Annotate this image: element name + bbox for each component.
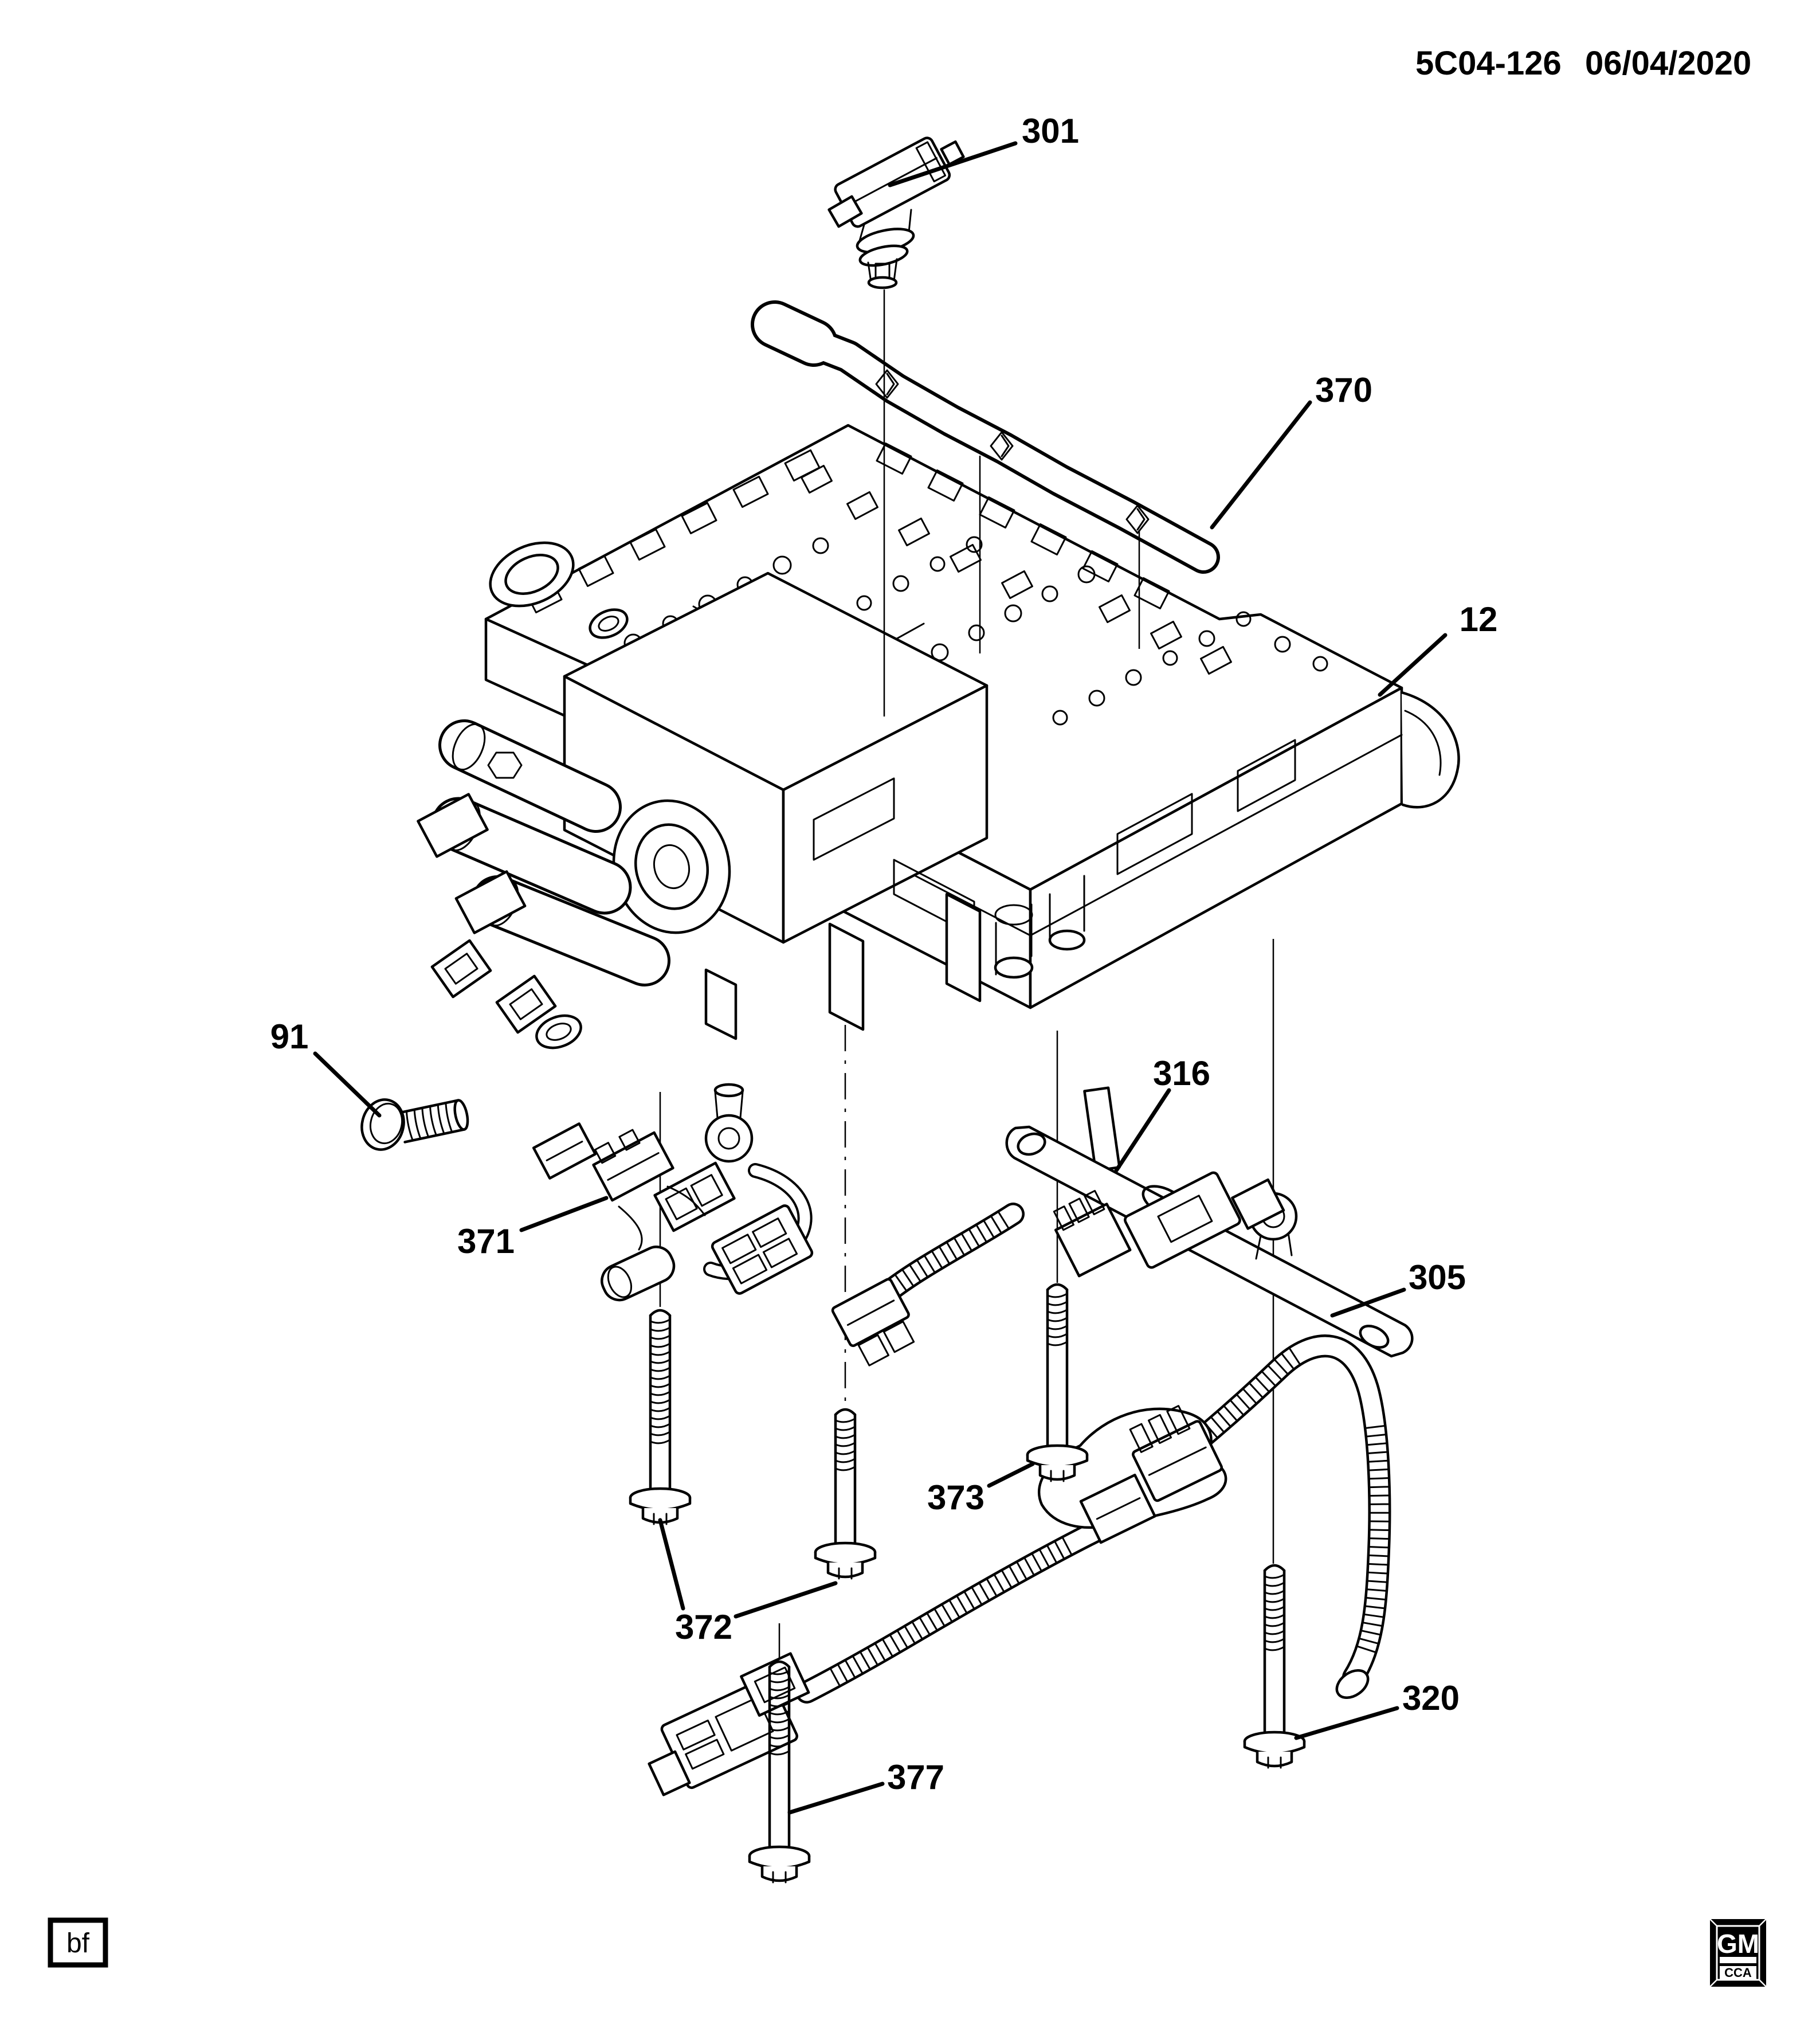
gm-logo-subtext: CCA [1724, 1965, 1752, 1980]
main-valve-body-part [417, 424, 1460, 1050]
conduit-corrugation [830, 1212, 1389, 1686]
body-legs [704, 875, 1086, 1040]
sheet-code: bf [66, 1928, 90, 1959]
valve-caps [801, 464, 1232, 675]
callout-labels: 301 370 12 91 371 316 305 373 372 320 377 [270, 112, 1498, 1796]
callout-leader-lines [313, 141, 1448, 1815]
callout-320: 320 [1402, 1679, 1460, 1717]
branch-connector [831, 1278, 915, 1367]
solenoid-row [417, 719, 645, 1050]
leader-line-372 [734, 1581, 838, 1619]
leader-line-370 [1210, 400, 1312, 530]
callout-370: 370 [1315, 371, 1372, 409]
retainer-bracket-part [775, 324, 1203, 557]
flange-bolt [814, 1408, 877, 1580]
leader-line-377 [787, 1782, 885, 1815]
flange-bolt [629, 1309, 692, 1525]
solenoid-connector-part [532, 1083, 814, 1302]
alignment-lines-lower [659, 939, 1274, 1659]
transmission-sensor-part [827, 136, 965, 289]
callout-91: 91 [270, 1017, 309, 1056]
callout-377: 377 [887, 1758, 944, 1796]
harness-connector-a [1129, 1405, 1223, 1502]
leader-line-12 [1378, 633, 1448, 697]
flange-bolt [748, 1660, 811, 1884]
flange-bolt [1026, 1283, 1089, 1482]
main-connector-assembly [648, 1652, 810, 1796]
callout-12: 12 [1460, 600, 1498, 639]
harness-rail-blocks [1053, 1171, 1285, 1278]
mounting-bolts [629, 1283, 1306, 1884]
screw-part [360, 1098, 469, 1151]
lower-valve-body-tier [563, 571, 989, 944]
doc-date: 06/04/2020 [1585, 45, 1751, 82]
leader-line-301 [888, 141, 1018, 187]
conduit-end-cap [1335, 1669, 1370, 1700]
callout-301: 301 [1022, 112, 1079, 150]
doc-number: 5C04-126 [1415, 45, 1562, 82]
body-nose [1400, 691, 1460, 809]
gm-logo: GM CCA [1709, 1918, 1767, 1987]
callout-373: 373 [927, 1478, 984, 1517]
sheet-code-box: bf [48, 1917, 108, 1968]
harness-connector-b [1079, 1473, 1156, 1544]
callout-371: 371 [457, 1222, 515, 1260]
callout-305: 305 [1409, 1258, 1466, 1297]
wiring-harness-part [648, 1171, 1389, 1796]
bracket-windows [875, 369, 1150, 534]
leader-line-372 [658, 1518, 685, 1611]
leader-line-373 [987, 1462, 1035, 1488]
leader-line-305 [1330, 1287, 1406, 1318]
leader-line-371 [519, 1196, 609, 1232]
flange-bolt [1243, 1564, 1306, 1769]
gm-logo-text: GM [1717, 1929, 1759, 1959]
leader-line-91 [313, 1051, 382, 1118]
alignment-lines-upper [883, 289, 1140, 716]
leader-line-316 [1114, 1088, 1171, 1173]
callout-372: 372 [675, 1608, 732, 1646]
callout-316: 316 [1153, 1054, 1210, 1093]
leader-line-320 [1294, 1706, 1399, 1740]
